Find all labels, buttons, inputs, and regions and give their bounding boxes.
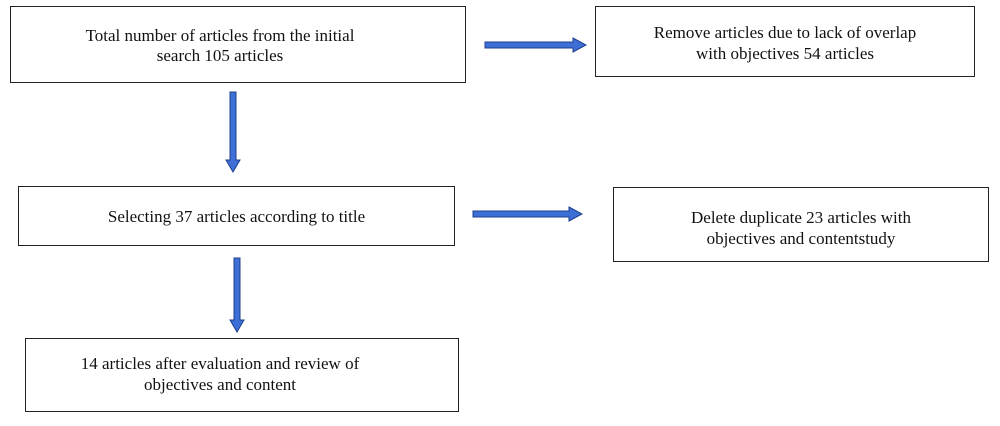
right-arrow-2 — [472, 206, 584, 222]
initial-search-line-1: Total number of articles from the initia… — [85, 26, 355, 45]
down-arrow-1 — [225, 91, 241, 173]
lack-of-overlap-exclusion-box — [595, 6, 975, 77]
duplicates-line-1: Delete duplicate 23 articles with — [691, 208, 911, 227]
duplicates-exclusion-box — [613, 187, 989, 262]
initial-search-line-2: search 105 articles — [156, 46, 284, 65]
final-included-line-2: objectives and content — [143, 375, 296, 394]
down-arrow-2 — [229, 257, 245, 333]
final-included-box — [25, 338, 459, 412]
lack-of-overlap-line-2: with objectives 54 articles — [696, 44, 874, 63]
lack-of-overlap-line-1: Remove articles due to lack of overlap — [653, 23, 917, 42]
title-selection-line-1: Selecting 37 articles according to title — [107, 207, 366, 226]
initial-search-box — [10, 6, 466, 83]
right-arrow-1 — [484, 37, 588, 53]
final-included-line-1: 14 articles after evaluation and review … — [80, 354, 360, 373]
duplicates-line-2: objectives and contentstudy — [706, 229, 896, 248]
title-selection-box — [18, 186, 455, 246]
